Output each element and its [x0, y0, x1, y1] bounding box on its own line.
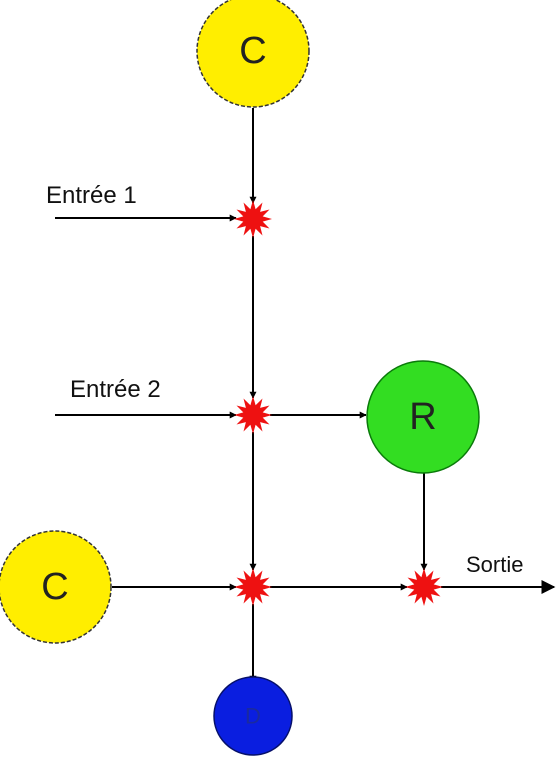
node-r: R	[366, 360, 480, 474]
node-c-top: C	[196, 0, 310, 108]
node-c-left: C	[0, 530, 112, 644]
node-d-letter: D	[245, 704, 261, 729]
junction-4	[405, 568, 443, 606]
node-c-left-letter: C	[41, 566, 68, 608]
label-entree-2: Entrée 2	[70, 376, 161, 403]
label-sortie: Sortie	[466, 552, 523, 577]
label-entree-1: Entrée 1	[46, 182, 137, 209]
node-d-circle	[213, 676, 293, 756]
junction-1	[234, 200, 272, 238]
junction-starburst	[405, 568, 443, 606]
junctions	[234, 200, 443, 606]
junction-starburst	[234, 396, 272, 434]
junction-starburst	[234, 200, 272, 238]
node-r-circle	[366, 360, 480, 474]
node-r-letter: R	[409, 396, 436, 438]
junction-starburst	[234, 568, 272, 606]
node-c-top-letter: C	[239, 30, 266, 72]
junction-3	[234, 568, 272, 606]
node-c-left-circle	[0, 530, 112, 644]
junction-2	[234, 396, 272, 434]
node-d: D	[213, 676, 293, 756]
node-c-top-circle	[196, 0, 310, 108]
